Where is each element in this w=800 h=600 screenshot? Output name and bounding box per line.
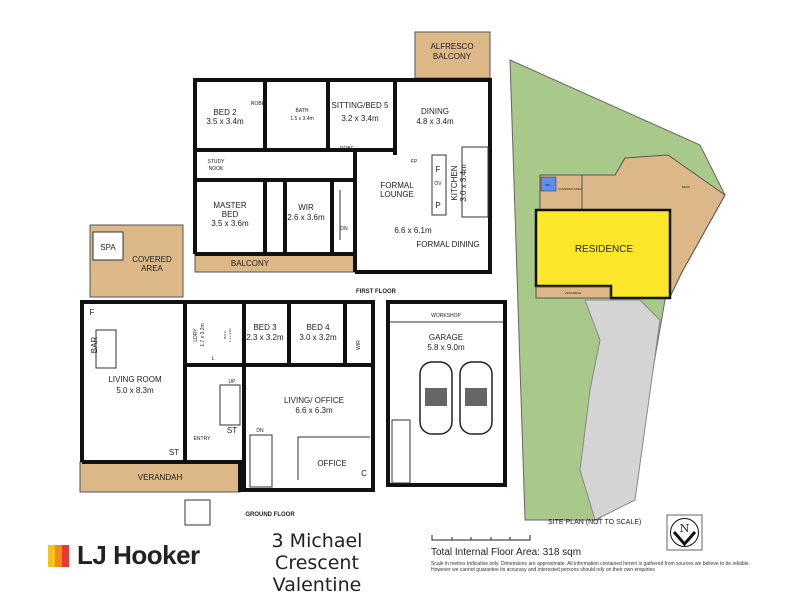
- svg-text:N: N: [680, 522, 690, 535]
- robe-label: ROBE: [251, 101, 266, 107]
- laundry-dim: 1.7 x 3.2m: [200, 323, 206, 346]
- bed4-dim: 3.0 x 3.2m: [299, 333, 337, 342]
- laundry-label: LDRY: [193, 328, 199, 342]
- ground-floor: F BAR LIVING ROOM 5.0 x 8.3m ST ENTRY VE…: [79, 300, 375, 526]
- master-label: MASTER: [213, 201, 247, 210]
- balcony-label: BALCONY: [231, 259, 270, 268]
- stairs-down-label: DN: [340, 226, 348, 232]
- sitting-label: SITTING/BED 5: [332, 101, 389, 110]
- address-line-2: Valentine: [272, 574, 362, 596]
- verandah-label: VERANDAH: [138, 473, 183, 482]
- property-address: 3 Michael Crescent Valentine: [232, 530, 402, 596]
- site-verandah-label: VERANDAH: [565, 291, 582, 295]
- first-floor-title: FIRST FLOOR: [356, 289, 397, 295]
- bed4-label: BED 4: [306, 323, 330, 332]
- dining-dim: 4.8 x 3.4m: [416, 117, 454, 126]
- site-spa: [540, 176, 557, 192]
- study-label-2: NOOK: [209, 166, 224, 172]
- fp-label: FP: [411, 159, 418, 165]
- address-line-1: 3 Michael Crescent: [271, 530, 363, 574]
- office-label: OFFICE: [317, 459, 346, 468]
- alfresco-label: ALFRESCO: [430, 42, 473, 51]
- formal-dining-label: FORMAL DINING: [416, 240, 479, 249]
- stairs-up-label: UP: [229, 379, 237, 385]
- lj-hooker-logo: LJ Hooker: [48, 540, 200, 571]
- spa-label: SPA: [100, 243, 116, 252]
- site-spa-label: SPA: [545, 183, 551, 187]
- master-label-2: BED: [222, 210, 239, 219]
- garage: WORKSHOP GARAGE 5.8 x 9.0m: [386, 300, 507, 487]
- wir-label: WIR: [298, 203, 314, 212]
- scale-bar: [431, 535, 531, 541]
- master-dim: 3.5 x 3.6m: [211, 219, 249, 228]
- pantry-label: P: [435, 201, 440, 210]
- site-covered-label: COVERED AREA: [558, 187, 582, 191]
- living-room-label: LIVING ROOM: [108, 375, 162, 384]
- residence-label: RESIDENCE: [575, 244, 634, 255]
- residence: [534, 208, 672, 300]
- gf-bath-dim: 1.2 x 3.2m: [228, 328, 232, 343]
- sitting-dim: 3.2 x 3.4m: [341, 114, 379, 123]
- site-deck-label: DECK: [682, 185, 690, 189]
- lounge-dim: 6.6 x 6.1m: [394, 226, 432, 235]
- workshop-label: WORKSHOP: [431, 313, 461, 319]
- total-floor-area: Total Internal Floor Area: 318 sqm: [431, 547, 582, 558]
- bed3-dim: 2.3 x 3.2m: [246, 333, 284, 342]
- study-label: STUDY: [208, 159, 226, 165]
- alfresco-balcony: [414, 31, 491, 79]
- gf-wir-label: WIR: [356, 340, 362, 350]
- linen-label: L: [212, 356, 215, 362]
- bath-label: BATH: [296, 108, 309, 114]
- garage-label: GARAGE: [429, 333, 463, 342]
- oven-label: OV: [434, 181, 442, 187]
- dining-label: DINING: [421, 107, 449, 116]
- kitchen-dim: 3.0 x 3.4m: [459, 164, 468, 202]
- balcony: [194, 253, 356, 273]
- gf-stairs-down-label: DN: [256, 428, 264, 434]
- bed2-label: BED 2: [213, 108, 237, 117]
- driveway: [579, 299, 661, 521]
- bath-dim: 1.5 x 3.4m: [290, 116, 313, 122]
- covered-area: SPA COVERED AREA: [89, 224, 184, 298]
- cupboard-label: C: [361, 469, 367, 478]
- living-office-label: LIVING/ OFFICE: [284, 396, 344, 405]
- site-verandah: [535, 286, 611, 299]
- fridge-label: F: [90, 308, 95, 317]
- site-plan-title: SITE PLAN (NOT TO SCALE): [548, 519, 642, 526]
- robe2-label: ROBE: [340, 146, 355, 152]
- lounge-label: FORMAL: [380, 181, 414, 190]
- gf-bath-label: BATH: [223, 331, 227, 339]
- north-arrow-icon: N: [666, 514, 703, 551]
- bed2-dim: 3.5 x 3.4m: [206, 117, 244, 126]
- covered-label-2: AREA: [141, 264, 163, 273]
- bed3-label: BED 3: [253, 323, 277, 332]
- entry-label: ENTRY: [194, 436, 212, 442]
- ground-floor-title: GROUND FLOOR: [245, 512, 295, 518]
- brand-name: LJ Hooker: [77, 540, 200, 570]
- garage-dim: 5.8 x 9.0m: [427, 343, 465, 352]
- car-icon: [459, 361, 493, 435]
- lounge-label-2: LOUNGE: [380, 190, 414, 199]
- living-room-dim: 5.0 x 8.3m: [116, 386, 154, 395]
- storage-2-label: ST: [227, 426, 237, 435]
- alfresco-label-2: BALCONY: [433, 52, 472, 61]
- fridge-label: F: [436, 165, 441, 174]
- bar-label: BAR: [90, 337, 99, 354]
- living-office-dim: 6.6 x 6.3m: [295, 406, 333, 415]
- kitchen-label: KITCHEN: [450, 165, 459, 200]
- site-plan: RESIDENCE SPA COVERED AREA DECK VERANDAH…: [509, 59, 726, 551]
- car-icon: [419, 361, 453, 435]
- wir-dim: 2.6 x 3.6m: [287, 213, 325, 222]
- storage-label: ST: [169, 448, 179, 457]
- first-floor: ALFRESCO BALCONY BED 2 3.5 x 3.4m ROBE B…: [193, 31, 492, 295]
- disclaimer: Scale in metres Indicative only. Dimensi…: [431, 561, 750, 573]
- covered-label: COVERED: [132, 255, 172, 264]
